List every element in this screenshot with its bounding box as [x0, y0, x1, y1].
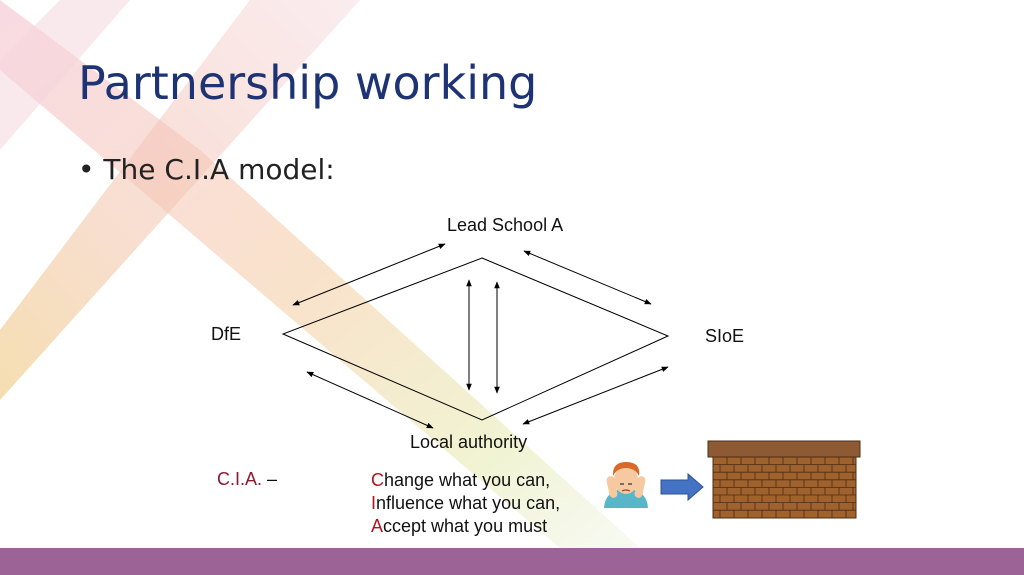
page-title: Partnership working: [78, 56, 538, 110]
cia-line-influence: Influence what you can,: [371, 492, 560, 515]
node-label-sioe: SIoE: [705, 326, 745, 346]
cia-line-text: hange what you can,: [384, 470, 551, 490]
cia-definition-lines: Change what you can, Influence what you …: [371, 469, 560, 538]
node-label-lead-school: Lead School A: [447, 215, 564, 235]
arrow-dfe-la: [306, 371, 434, 429]
arrow-lead-sioe: [523, 250, 652, 305]
footer-bar: [0, 548, 1024, 575]
bullet-marker: •: [78, 153, 95, 186]
brick-wall-icon: [707, 440, 861, 519]
arrow-dfe-lead: [292, 243, 446, 306]
cia-heading: C.I.A. –: [217, 469, 277, 490]
node-label-local-authority: Local authority: [410, 432, 528, 452]
diamond-shape: [281, 257, 670, 421]
right-arrow-icon: [660, 472, 704, 502]
bullet-text: The C.I.A model:: [103, 153, 335, 186]
cia-line-text: nfluence what you can,: [376, 493, 561, 513]
arrow-la-sioe: [522, 366, 669, 425]
cia-line-change: Change what you can,: [371, 469, 560, 492]
bullet-item: • The C.I.A model:: [78, 153, 335, 186]
node-label-dfe: DfE: [211, 324, 242, 344]
cia-first-letter: C: [371, 470, 384, 490]
cia-dash: –: [262, 469, 278, 489]
cia-first-letter: I: [371, 493, 377, 513]
person-covering-ears-icon: [604, 462, 648, 508]
cia-line-text: ccept what you must: [383, 516, 548, 536]
cia-line-accept: Accept what you must: [371, 515, 560, 538]
cia-acronym: C.I.A.: [217, 469, 263, 489]
cia-first-letter: A: [371, 516, 384, 536]
